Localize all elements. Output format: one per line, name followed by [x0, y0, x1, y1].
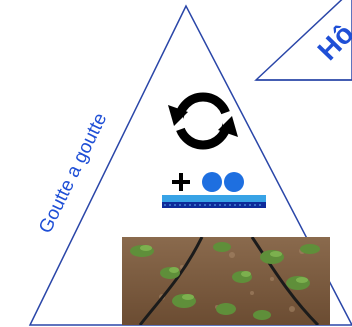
cycle-arrows-icon — [167, 92, 239, 150]
plus-drops-icon — [162, 172, 266, 208]
photo-illustration — [122, 237, 330, 325]
drip-irrigation-photo — [122, 237, 330, 325]
